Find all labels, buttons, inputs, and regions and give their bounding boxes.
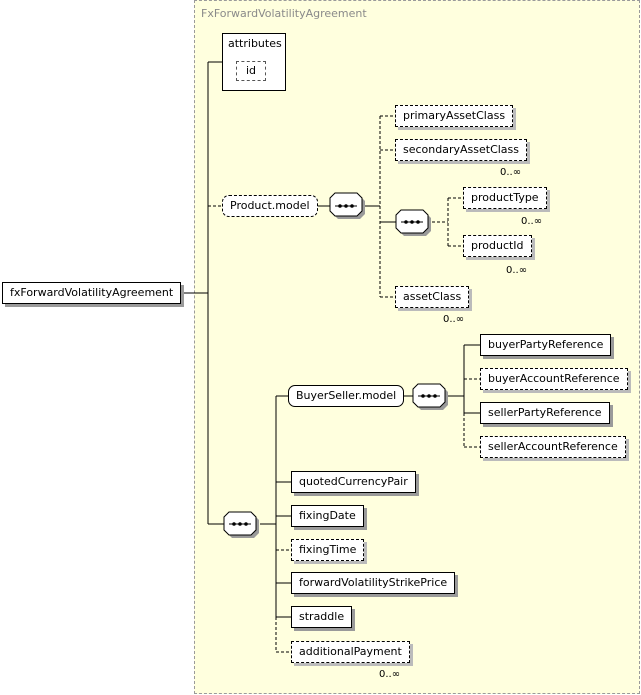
sequence-compositor-icon[interactable] <box>329 192 365 219</box>
element-asset-class[interactable]: assetClass <box>395 286 470 308</box>
element-product-id[interactable]: productId <box>463 235 532 257</box>
element-buyer-party-reference[interactable]: buyerPartyReference <box>480 334 612 356</box>
group-buyer-seller-model[interactable]: BuyerSeller.model <box>288 385 405 407</box>
cardinality-label: 0..∞ <box>500 167 522 178</box>
element-seller-account-reference[interactable]: sellerAccountReference <box>480 436 626 458</box>
group-product-model[interactable]: Product.model <box>222 195 318 217</box>
element-secondary-asset-class[interactable]: secondaryAssetClass <box>395 139 528 161</box>
element-seller-party-reference[interactable]: sellerPartyReference <box>480 402 610 424</box>
attribute-id[interactable]: id <box>236 61 267 81</box>
element-buyer-account-reference[interactable]: buyerAccountReference <box>480 368 628 390</box>
sequence-compositor-icon[interactable] <box>223 511 259 538</box>
cardinality-label: 0..∞ <box>506 265 528 276</box>
sequence-compositor-icon[interactable] <box>395 209 431 236</box>
element-additional-payment[interactable]: additionalPayment <box>291 641 410 663</box>
element-forward-volatility-strike-price[interactable]: forwardVolatilityStrikePrice <box>291 572 456 594</box>
element-fixing-time[interactable]: fixingTime <box>291 539 365 561</box>
element-primary-asset-class[interactable]: primaryAssetClass <box>395 105 514 127</box>
element-product-type[interactable]: productType <box>463 187 547 209</box>
root-element-fx-forward-volatility-agreement[interactable]: fxForwardVolatilityAgreement <box>2 282 182 304</box>
sequence-compositor-icon[interactable] <box>412 383 448 410</box>
element-straddle[interactable]: straddle <box>291 606 353 628</box>
cardinality-label: 0..∞ <box>443 314 465 325</box>
attributes-label: attributes <box>228 37 282 50</box>
element-fixing-date[interactable]: fixingDate <box>291 505 364 527</box>
cardinality-label: 0..∞ <box>379 669 401 680</box>
complex-type-title: FxForwardVolatilityAgreement <box>201 7 367 20</box>
cardinality-label: 0..∞ <box>521 216 543 227</box>
element-quoted-currency-pair[interactable]: quotedCurrencyPair <box>291 471 416 493</box>
